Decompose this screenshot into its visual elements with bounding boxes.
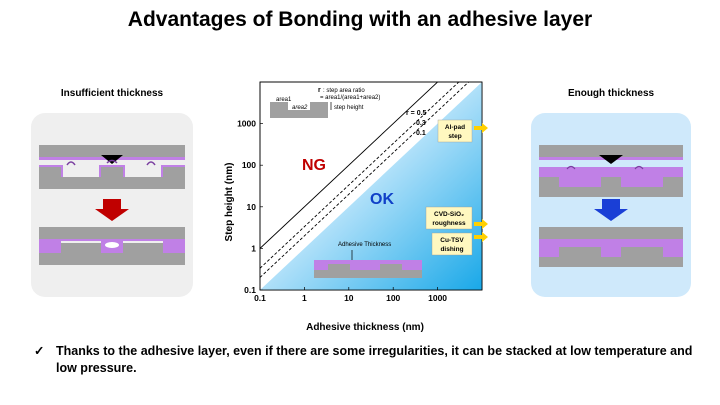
right-panel-title: Enough thickness	[567, 88, 655, 99]
series-label-1: r = 0.5	[406, 110, 427, 117]
ok-region-label: OK	[370, 191, 394, 208]
x-axis-label: Adhesive thickness (nm)	[306, 322, 424, 332]
cvd-arrow-icon	[474, 219, 488, 229]
y-tick-label: 100	[242, 160, 256, 170]
y-tick-label: 1	[251, 243, 256, 253]
thick-adhesive	[539, 167, 683, 175]
y-tick-label: 10	[247, 202, 257, 212]
step-height-vs-adhesive-thickness-chart: r = 0.50.30.10.10.111101010010010001000 …	[224, 81, 488, 332]
x-tick-label: 0.1	[254, 293, 266, 303]
r-label: r	[318, 87, 321, 94]
enough-thickness-panel	[531, 113, 691, 297]
step-height-label: step height	[334, 105, 364, 111]
upper-wafer	[539, 145, 683, 157]
check-icon: ✓	[34, 344, 45, 358]
press-arrow-icon	[101, 155, 123, 164]
series-line-1	[260, 82, 470, 278]
al-pad-arrow-icon	[474, 123, 488, 133]
step-ratio-inset: area1 area2 step height r : step area ra…	[270, 87, 380, 118]
series-label-2: 0.3	[416, 120, 426, 127]
cu-tsv-annotation: Cu-TSV dishing	[431, 232, 488, 256]
cvd-label-2: roughness	[432, 220, 466, 227]
y-tick-label: 1000	[237, 119, 256, 129]
area1-label: area1	[276, 97, 292, 103]
bonded-upper-wafer	[39, 227, 185, 239]
conclusion-text: ✓ Thanks to the adhesive layer, even if …	[34, 343, 694, 377]
cvd-annotation: CVD-SiO₂ roughness	[425, 206, 488, 230]
r-formula: = area1/(area1+area2)	[320, 95, 380, 101]
bonded-upper-wafer	[539, 227, 683, 239]
enough-bonding-diagram	[539, 145, 683, 267]
result-arrow-icon	[95, 199, 129, 221]
series-label-3: 0.1	[416, 130, 426, 137]
insufficient-thickness-panel	[31, 113, 193, 297]
al-pad-label-1: Al-pad	[445, 124, 465, 131]
y-axis-label: Step height (nm)	[224, 163, 235, 242]
cvd-label-1: CVD-SiO₂	[434, 211, 464, 218]
cu-tsv-label-2: dishing	[440, 246, 463, 253]
adhesive-thickness-label: Adhesive Thickness	[338, 242, 391, 248]
area2-label: area2	[292, 105, 308, 111]
ng-region-label: NG	[302, 157, 326, 174]
upper-wafer	[39, 145, 185, 157]
bonded-lower-wafer	[539, 257, 683, 267]
cu-tsv-arrow-icon	[474, 232, 488, 242]
void-icon	[66, 161, 76, 166]
adhesive-thickness-inset: Adhesive Thickness	[314, 242, 422, 278]
series-line-2	[260, 82, 460, 269]
press-arrow-icon	[599, 155, 623, 164]
x-tick-label: 1	[302, 293, 307, 303]
lower-wafer	[39, 177, 185, 189]
bonded-lower-wafer	[39, 253, 185, 265]
x-tick-label: 100	[386, 293, 400, 303]
al-pad-label-2: step	[448, 133, 461, 140]
plot-border	[259, 81, 483, 291]
result-arrow-icon	[594, 199, 628, 221]
slide-title: Advantages of Bonding with an adhesive l…	[127, 8, 593, 31]
conclusion-body: Thanks to the adhesive layer, even if th…	[56, 344, 693, 375]
left-panel-title: Insufficient thickness	[60, 88, 164, 99]
al-pad-annotation: Al-pad step	[437, 119, 488, 143]
insufficient-bonding-diagram	[39, 145, 185, 265]
x-tick-label: 10	[344, 293, 354, 303]
lower-wafer	[539, 187, 683, 197]
void-gap	[105, 242, 119, 248]
cu-tsv-label-1: Cu-TSV	[440, 237, 464, 244]
r-text: : step area ratio	[323, 88, 365, 94]
series-line-3	[260, 82, 439, 249]
y-tick-label: 0.1	[244, 285, 256, 295]
x-tick-label: 1000	[428, 293, 447, 303]
ok-region	[260, 82, 482, 290]
